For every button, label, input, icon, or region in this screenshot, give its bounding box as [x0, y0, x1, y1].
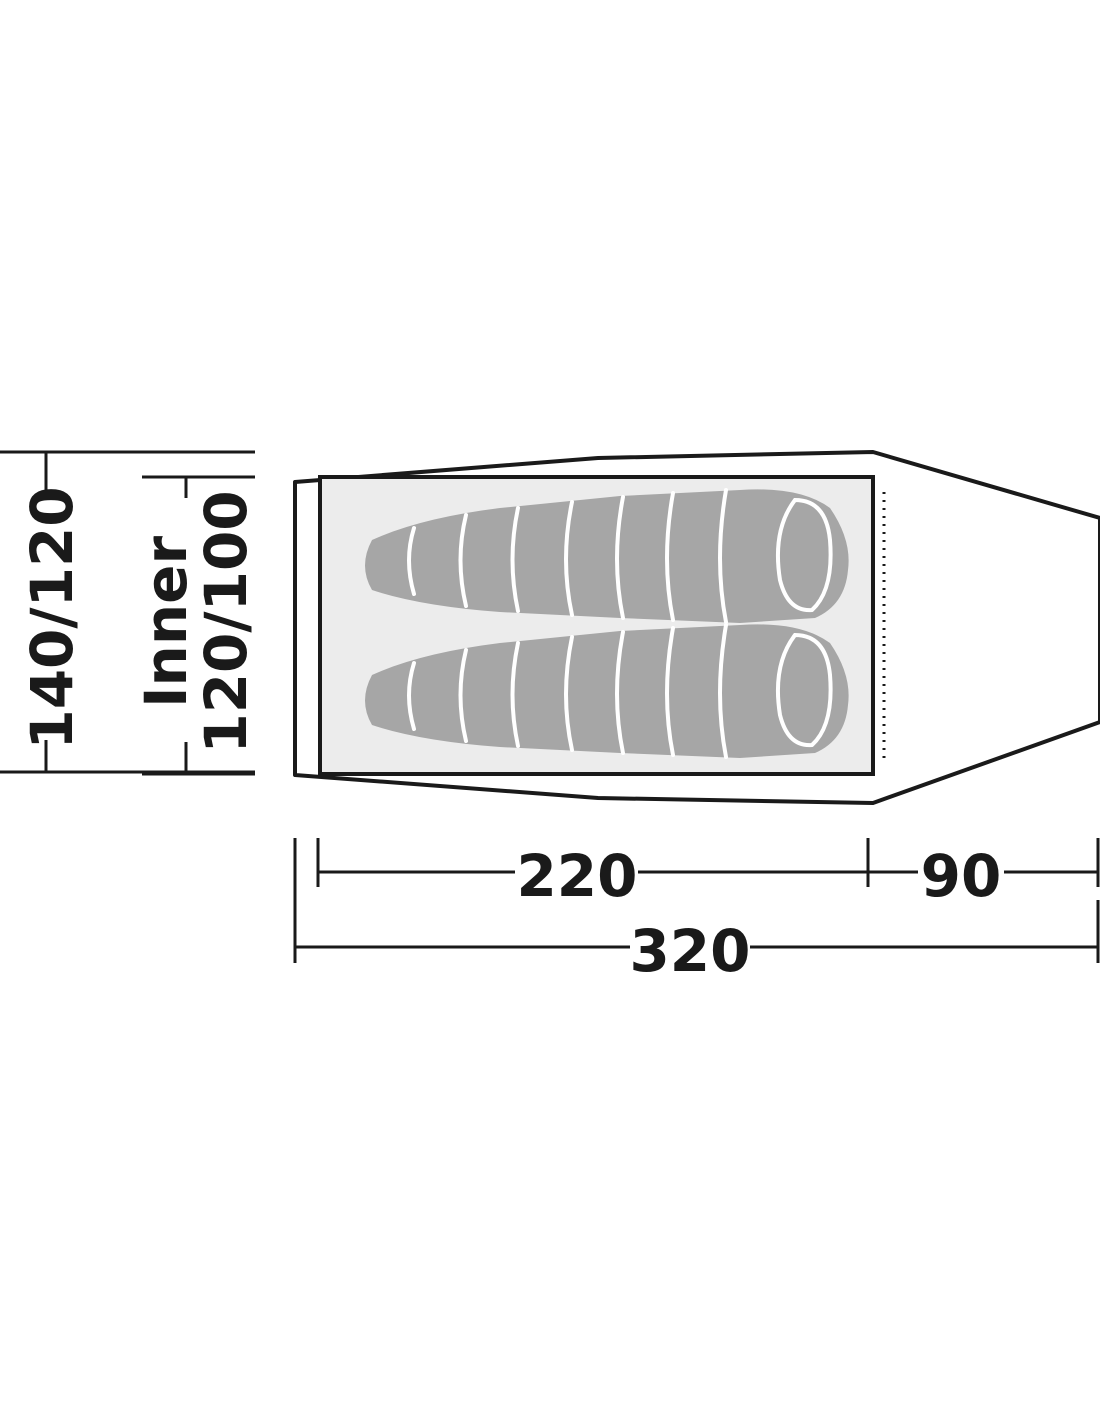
- sleeping-bag-body: [365, 489, 849, 623]
- length-dimension-row-2: 320: [293, 838, 1100, 985]
- sleeping-bag-body: [365, 624, 849, 758]
- inner-label: Inner: [132, 536, 200, 708]
- inner-width-dimension: Inner 120/100: [132, 475, 260, 776]
- sleeping-bag-2: [365, 623, 849, 759]
- sleeping-bag-hood: [775, 497, 833, 613]
- sleeping-bag-hood: [775, 632, 833, 748]
- tent-shape: [293, 450, 1100, 805]
- total-length-label: 320: [629, 917, 750, 985]
- outer-width-dimension: 140/120: [0, 450, 255, 774]
- inner-width-label: 120/100: [192, 490, 260, 753]
- sleeping-bag-1: [365, 488, 849, 624]
- length-dimension-row-1: 220 90: [316, 838, 1100, 910]
- inner-length-label: 220: [516, 842, 637, 910]
- outer-width-label: 140/120: [18, 486, 86, 749]
- vestibule-length-label: 90: [921, 842, 1002, 910]
